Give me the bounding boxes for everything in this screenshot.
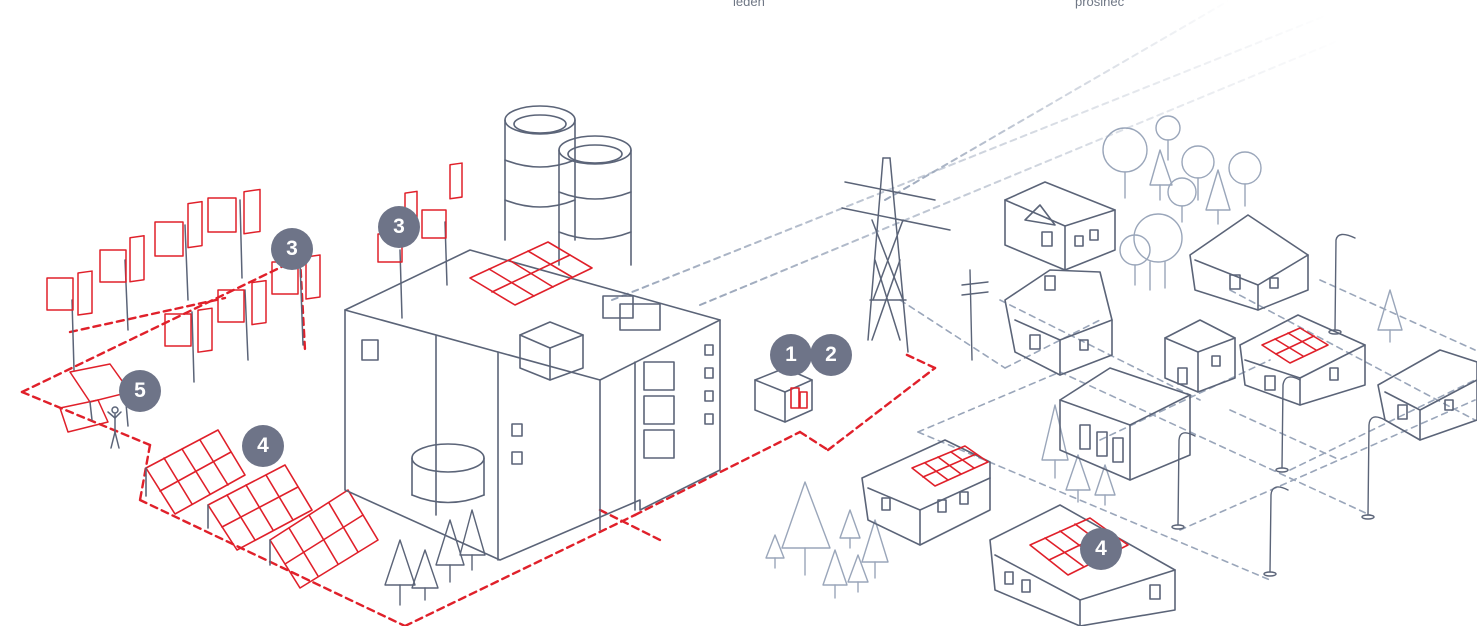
badge-3-field: 3 [271,228,313,270]
solar-panel-icon [270,490,378,588]
factory-building [345,106,720,560]
street-lamp-icon [1172,433,1195,529]
tree-icon [766,535,784,568]
house-icon [1190,215,1308,310]
tree-icon [1378,290,1402,342]
tree-icon [1042,405,1068,478]
house-icon [1005,182,1115,270]
tree-icon [840,510,860,548]
badge-5: 5 [119,370,161,412]
solar-panel-icon [1262,328,1328,363]
battery-box-icon [755,368,812,422]
solar-panel-icon [912,446,988,486]
street-lamp-icon [1362,417,1385,519]
tree-cluster-left [385,510,485,605]
portable-solar-unit [60,364,130,448]
wind-turbine-icon [165,308,212,382]
tree-icon [460,510,485,570]
house-icon [1165,320,1235,392]
wind-turbine-field [47,189,320,382]
tree-icon [782,482,830,575]
power-pylon-icon [842,158,950,352]
badge-4-roof-solar: 4 [1080,528,1122,570]
street-lamp-icon [1329,234,1355,334]
utility-pole-icon [962,270,988,360]
wind-turbine-icon [208,189,260,278]
wind-turbine-icon [422,163,462,285]
storage-tank-icon [505,106,575,240]
tree-icon [823,550,847,598]
storage-tank-icon [559,136,631,265]
tree-icon [1095,465,1115,505]
factory-roof-solar [470,242,592,305]
badge-1: 1 [770,334,812,376]
wind-turbine-icon [100,236,144,330]
tree-icon [1182,146,1214,200]
tree-icon [1229,152,1261,206]
tree-icon [848,555,868,592]
tree-icon [1103,128,1147,198]
wind-turbine-icon [47,271,92,370]
renewable-network-lines [22,258,935,626]
transmission-lines [612,0,1340,305]
person-icon [108,407,121,448]
tree-icon [385,540,415,605]
badge-4-ground-solar: 4 [242,425,284,467]
tree-icon [1134,214,1182,290]
tree-icon [412,550,438,600]
tree-icon [862,520,888,578]
local-grid-lines [900,280,1475,580]
wind-turbine-icon [218,281,266,360]
houses [862,182,1477,626]
wind-turbine-icon [155,202,202,300]
tree-icon [436,520,464,582]
solar-panel-icon [470,242,592,305]
house-roof-solar [912,328,1328,575]
street-lamp-icon [1276,377,1300,472]
street-lamp-icon [1264,487,1288,576]
tree-icon [1206,170,1230,224]
badge-2: 2 [810,334,852,376]
badge-3-factory: 3 [378,206,420,248]
